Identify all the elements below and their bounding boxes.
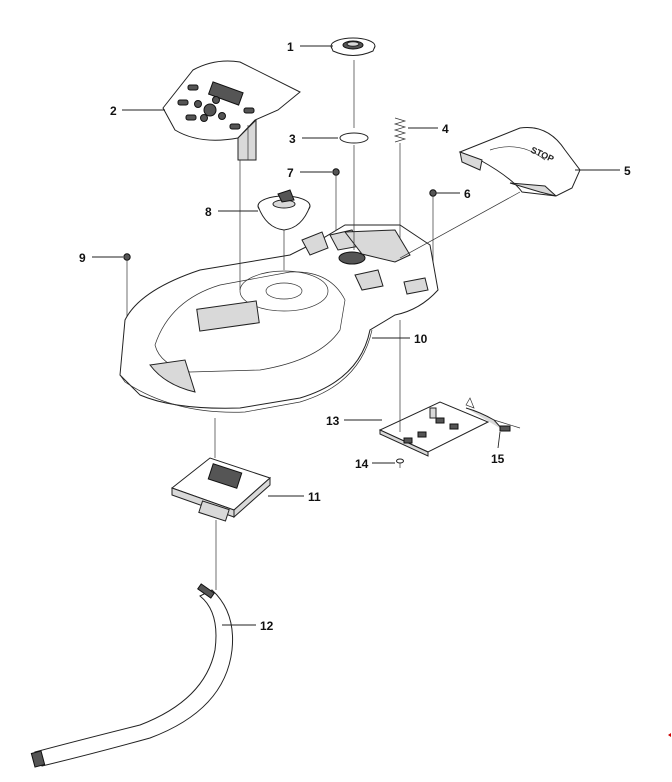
callout-7: 7	[287, 166, 294, 180]
part-15-wire-harness	[465, 397, 521, 432]
callout-9: 9	[79, 251, 86, 265]
part-3-seal-disc	[339, 132, 369, 144]
callout-3: 3	[289, 132, 296, 146]
part-1-button-cap	[330, 37, 376, 56]
callout-1: 1	[287, 40, 294, 54]
callout-10: 10	[414, 332, 428, 346]
part-10-body-chassis	[119, 224, 439, 413]
callout-15: 15	[491, 452, 505, 466]
callout-5: 5	[624, 164, 631, 178]
callout-14: 14	[355, 457, 369, 471]
part-2-keypad-panel	[162, 60, 301, 161]
part-13-sensor-board	[378, 401, 490, 457]
part-12-ribbon-cable	[30, 583, 234, 768]
callout-6: 6	[464, 187, 471, 201]
callout-8: 8	[205, 205, 212, 219]
callout-13: 13	[326, 414, 340, 428]
callout-12: 12	[260, 619, 274, 633]
part-5-stop-cover: STOP	[458, 126, 581, 197]
edge-mark	[668, 733, 671, 737]
part-14-screw	[396, 458, 404, 468]
part-11-main-circuit-board	[170, 457, 271, 532]
callout-2: 2	[110, 104, 117, 118]
callout-11: 11	[308, 490, 321, 504]
part-4-spring	[393, 117, 407, 143]
part-7-screw	[332, 168, 340, 232]
callout-4: 4	[442, 122, 449, 136]
part-8-height-knob	[257, 189, 311, 231]
